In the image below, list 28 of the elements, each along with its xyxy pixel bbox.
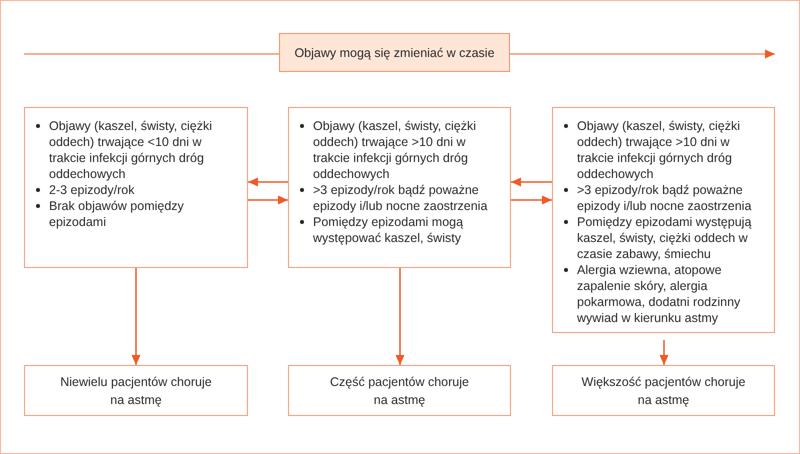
outcome-box: [288, 365, 511, 416]
arrow: [511, 196, 552, 204]
arrow: [248, 196, 288, 204]
timeline-label: Objawy mogą się zmieniać w czasie: [294, 46, 495, 60]
bullet-text: Pomiędzy epizodami występują kaszel, świsty, ciężki oddech w czasie zabawy, śmiechu: [577, 214, 752, 262]
bullet-text: Pomiędzy epizodami mogą występować kaszel, świsty: [313, 214, 464, 246]
arrow: [132, 268, 140, 365]
bullet-text: >3 epizody/rok bądź poważne epizody i/lub nocne zaostrzenia: [313, 182, 488, 214]
outcome-text: Część pacjentów choruje na astmę: [329, 374, 470, 408]
timeline-label-box: [279, 33, 510, 72]
arrow: [511, 178, 552, 186]
bullet-text: Objawy (kaszel, świsty, ciężki oddech) trwające >10 dni w trakcie infekcji górnych dróg oddechowych: [577, 118, 741, 182]
bullet-text: >3 epizody/rok bądź poważne epizody i/lub nocne zaostrzenia: [577, 182, 752, 214]
bullet-text: 2-3 epizody/rok: [49, 182, 136, 198]
symptom-box: [288, 107, 511, 268]
bullet-text: Alergia wziewna, atopowe zapalenie skóry, alergia pokarmowa, dodatni rodzinny wywiad w kierunku astmy: [577, 262, 742, 326]
arrow: [660, 340, 668, 365]
symptom-box: [552, 107, 775, 333]
outcome-box: [24, 365, 248, 416]
arrow: [248, 178, 288, 186]
outcome-text: Niewielu pacjentów choruje na astmę: [59, 374, 213, 408]
bullet-text: Objawy (kaszel, świsty, ciężki oddech) trwające >10 dni w trakcie infekcji górnych dróg oddechowych: [313, 118, 477, 182]
outcome-text: Większość pacjentów choruje na astmę: [580, 374, 746, 408]
bullet-text: Brak objawów pomiędzy epizodami: [49, 198, 185, 230]
symptom-box: [24, 107, 248, 268]
bullet-text: Objawy (kaszel, świsty, ciężki oddech) trwające <10 dni w trakcie infekcji górnych dróg oddechowych: [49, 118, 213, 182]
arrow: [396, 268, 404, 365]
outcome-box: [552, 365, 775, 416]
